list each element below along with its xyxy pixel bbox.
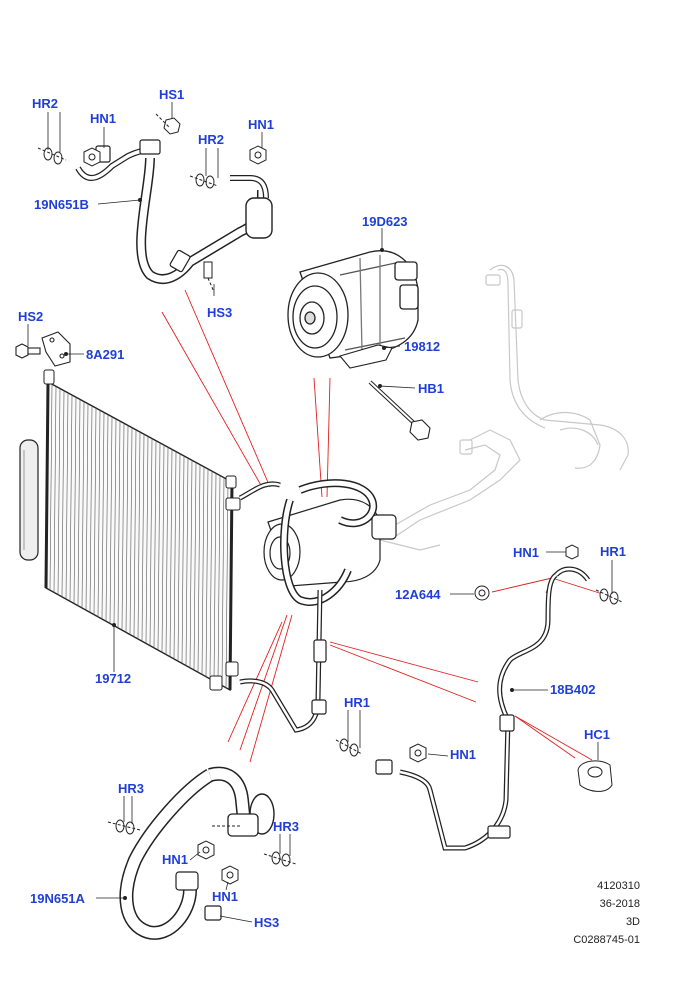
condenser-fin [177, 453, 181, 662]
hose-19n651b [75, 139, 273, 285]
bolt-hs2 [15, 343, 41, 359]
condenser-fin [81, 401, 85, 608]
ghost-background-piping [379, 264, 629, 551]
condenser-fin [73, 397, 77, 604]
reference-number: 4120310 [597, 880, 640, 892]
condenser-fin [141, 434, 145, 642]
hose-19n651a [119, 766, 275, 940]
callout-hn1: HN1 [162, 852, 189, 867]
condenser-fin [221, 477, 225, 686]
condenser-fin [49, 384, 53, 591]
condenser-fin [209, 471, 213, 679]
callout-hr3: HR3 [273, 819, 300, 834]
condenser-fin [165, 447, 169, 655]
callout-18b402: 18B402 [550, 682, 596, 697]
reference-date: 36-2018 [599, 898, 640, 910]
callout-leaders [27, 102, 613, 923]
condenser-fin [217, 475, 221, 684]
liquid-line-18b402 [239, 566, 591, 851]
callout-hn1: HN1 [248, 117, 275, 132]
reference-view: 3D [625, 916, 640, 928]
condenser-19712 [19, 369, 241, 692]
condenser-fin [101, 412, 105, 620]
condenser-fin [205, 468, 209, 677]
condenser-fin [89, 405, 93, 613]
condenser-fin [197, 464, 201, 673]
condenser-fin [61, 390, 65, 597]
condenser-fin [201, 466, 205, 675]
condenser-fin [85, 403, 89, 611]
condenser-fin [213, 473, 217, 682]
condenser-fin [93, 408, 97, 615]
callout-19812: 19812 [404, 339, 441, 354]
condenser-fin [69, 395, 73, 602]
condenser-fin [169, 449, 173, 657]
condenser-fin [121, 423, 125, 631]
callout-19n651b: 19N651B [34, 197, 89, 212]
condenser-fin [181, 455, 185, 664]
reference-code: C0288745-01 [573, 934, 640, 946]
condenser-fin [113, 418, 117, 626]
callout-hr2: HR2 [198, 132, 225, 147]
installed-compressor-assembly [238, 479, 397, 606]
condenser-fin [189, 460, 193, 668]
condenser-fin [53, 386, 57, 593]
condenser-fin [225, 479, 229, 688]
callout-8a291: 8A291 [86, 347, 125, 362]
condenser-fin [161, 445, 165, 653]
bracket-19812 [339, 344, 393, 369]
callout-19n651a: 19N651A [30, 891, 85, 906]
callout-hr1: HR1 [344, 695, 371, 710]
fasteners-right-group [335, 544, 623, 792]
callout-hn1: HN1 [90, 111, 117, 126]
compressor-19d623 [287, 250, 419, 359]
condenser-fin [137, 431, 141, 640]
callout-hr3: HR3 [118, 781, 145, 796]
condenser-fin [65, 392, 69, 600]
callout-19d623: 19D623 [362, 214, 408, 229]
condenser-fin [193, 462, 197, 671]
condenser-fin [129, 427, 133, 635]
condenser-fin [145, 436, 149, 644]
callout-hr1: HR1 [600, 544, 627, 559]
condenser-fin [77, 399, 81, 606]
callout-hn1: HN1 [212, 889, 239, 904]
callout-hr2: HR2 [32, 96, 59, 111]
condenser-fin [97, 410, 101, 617]
condenser-fin [173, 451, 177, 659]
callout-hs3: HS3 [254, 915, 280, 930]
callout-hc1: HC1 [584, 727, 611, 742]
callout-hs1: HS1 [159, 87, 185, 102]
callout-hs3: HS3 [207, 305, 233, 320]
condenser-fin [109, 416, 113, 624]
condenser-fin [117, 421, 121, 628]
condenser-fin [149, 438, 153, 646]
callout-hn1: HN1 [450, 747, 477, 762]
condenser-fin [157, 442, 161, 651]
callout-19712: 19712 [95, 671, 132, 686]
bolt-hb1 [368, 380, 431, 441]
condenser-fin [185, 458, 189, 666]
callout-hn1: HN1 [513, 545, 540, 560]
condenser-fin [133, 429, 137, 637]
callout-hs2: HS2 [18, 309, 44, 324]
condenser-fin [57, 388, 61, 595]
condenser-fin [125, 425, 129, 633]
condenser-fin [105, 414, 109, 622]
callout-12a644: 12A644 [395, 587, 441, 602]
condenser-fin [153, 440, 157, 648]
bracket-8a291 [41, 331, 71, 367]
fasteners-top-group [37, 113, 267, 293]
fasteners-bottom-group [107, 819, 297, 885]
callout-hb1: HB1 [418, 381, 445, 396]
